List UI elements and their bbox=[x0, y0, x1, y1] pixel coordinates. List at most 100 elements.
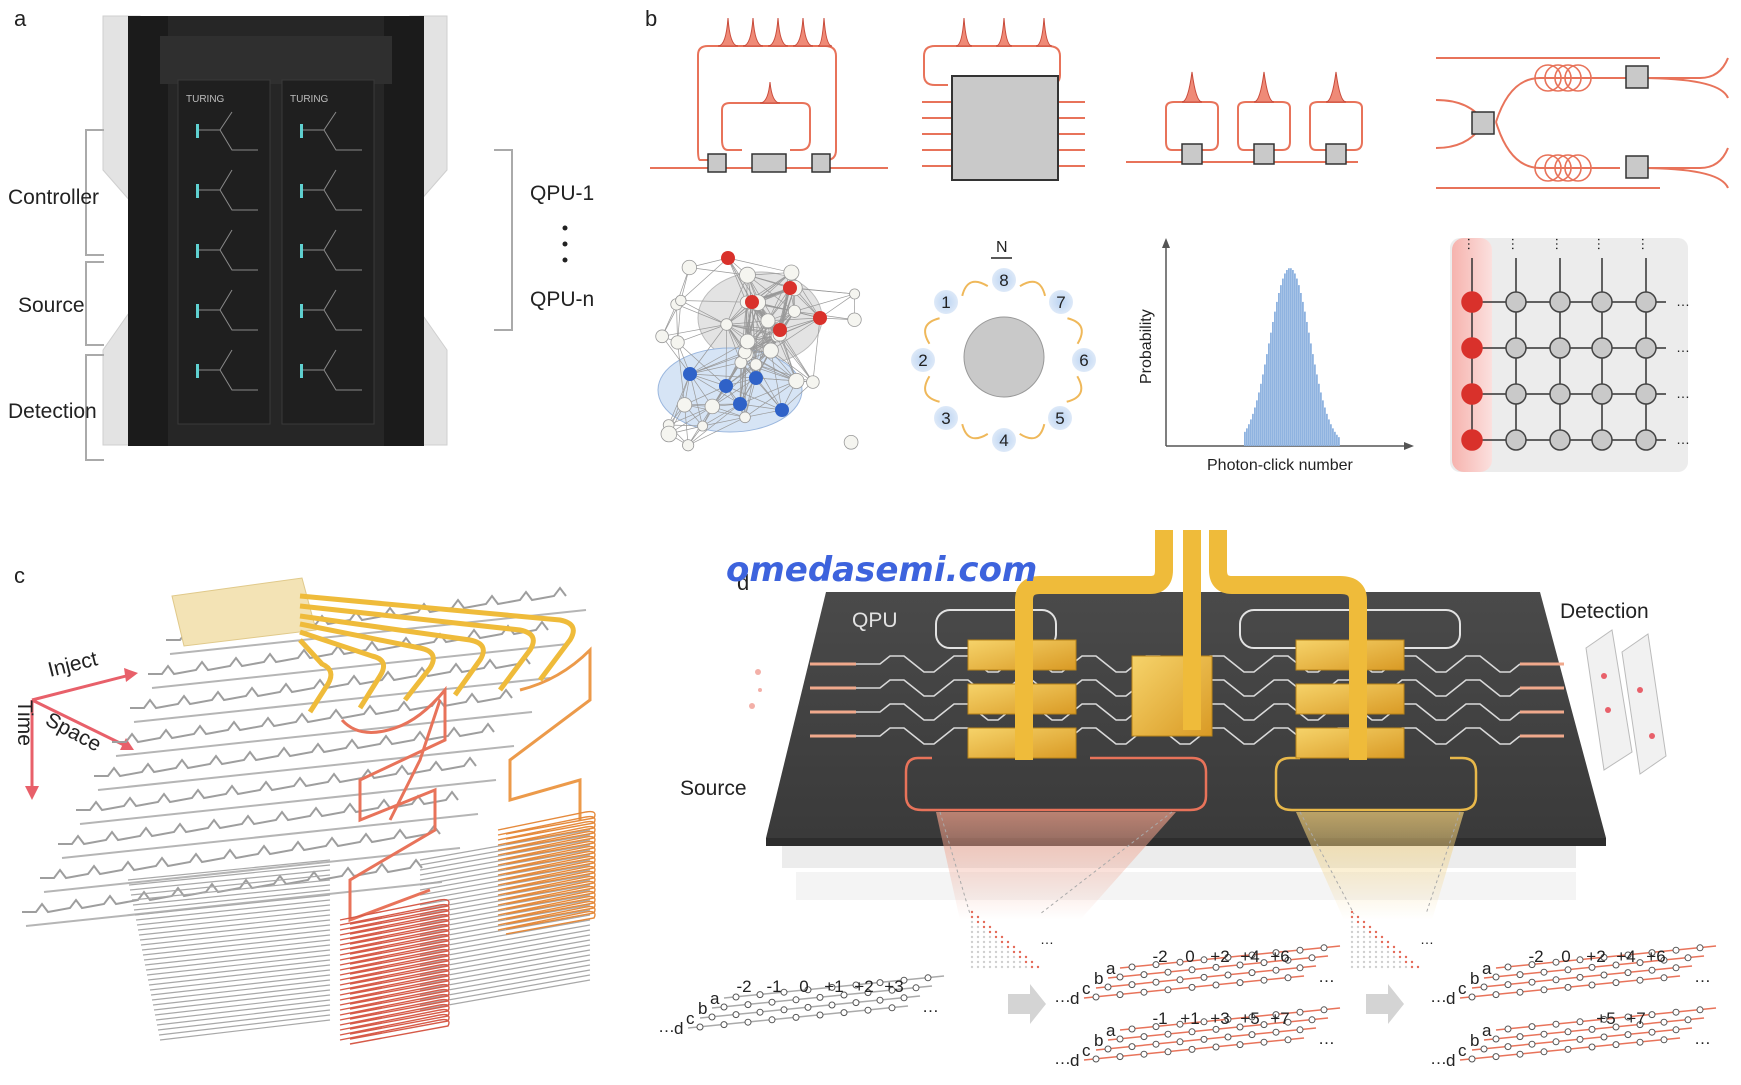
matrix-dot bbox=[1350, 955, 1354, 959]
panel-c: c Inject Space Time bbox=[13, 563, 596, 1045]
mode-label-c: c bbox=[1458, 979, 1467, 998]
matrix-dot bbox=[1006, 965, 1010, 969]
panel-label-c: c bbox=[14, 563, 25, 588]
ring-node-label: 8 bbox=[999, 271, 1008, 290]
tick-label: +3 bbox=[884, 977, 903, 996]
graph-node bbox=[788, 372, 805, 389]
mode-node bbox=[912, 984, 920, 992]
matrix-dot bbox=[976, 940, 980, 944]
mode-node bbox=[1540, 986, 1548, 994]
mode-node bbox=[1636, 1021, 1644, 1029]
grid-node bbox=[1591, 383, 1613, 405]
matrix-dot bbox=[1356, 925, 1360, 929]
axes-arrows bbox=[25, 668, 138, 800]
mode-node bbox=[696, 1023, 704, 1031]
mode-node bbox=[1248, 1013, 1256, 1021]
bracket-source bbox=[85, 261, 104, 346]
matrix-dot bbox=[1350, 950, 1354, 954]
matrix-dot bbox=[1362, 965, 1366, 969]
hist-bar bbox=[1294, 273, 1296, 446]
grid-ellipsis-v: … bbox=[1509, 237, 1525, 251]
matrix-dot bbox=[1356, 960, 1360, 964]
graph-node bbox=[682, 439, 695, 452]
mode-label-d: d bbox=[1446, 989, 1455, 1008]
graph-node bbox=[783, 264, 800, 281]
hist-bar bbox=[1310, 343, 1312, 446]
grid-node-red bbox=[1461, 337, 1483, 359]
matrix-dot bbox=[1024, 965, 1028, 969]
mode-node bbox=[1092, 993, 1100, 1001]
matrix-dot bbox=[988, 960, 992, 964]
label-detection: Detection bbox=[1560, 600, 1649, 623]
mode-node bbox=[840, 991, 848, 999]
mode-node bbox=[1128, 963, 1136, 971]
matrix-dot bbox=[1012, 965, 1016, 969]
grid-ellipsis-h: … bbox=[1676, 431, 1690, 447]
matrix-dot bbox=[1350, 925, 1354, 929]
mode-node bbox=[1200, 956, 1208, 964]
matrix-dot bbox=[1024, 955, 1028, 959]
mode-node bbox=[1684, 1016, 1692, 1024]
axis-inject: Inject bbox=[46, 647, 100, 681]
matrix-dot bbox=[994, 945, 998, 949]
mode-node bbox=[828, 983, 836, 991]
mode-node bbox=[1672, 1008, 1680, 1016]
matrix-dot bbox=[1380, 940, 1384, 944]
hist-bar bbox=[1272, 321, 1274, 446]
mode-node bbox=[1224, 971, 1232, 979]
graph-node bbox=[806, 375, 820, 389]
matrix-dot bbox=[1350, 935, 1354, 939]
matrix-dot bbox=[976, 950, 980, 954]
arrow-2-3 bbox=[1366, 984, 1404, 1024]
mode-node bbox=[1308, 1016, 1316, 1024]
matrix-dot bbox=[988, 925, 992, 929]
mode-node bbox=[1660, 974, 1668, 982]
lattice: dcba+5+7…… bbox=[1430, 1006, 1717, 1070]
mode-node bbox=[1296, 1026, 1304, 1034]
mode-node bbox=[1212, 1025, 1220, 1033]
ring-node-7 bbox=[1049, 290, 1073, 314]
graph-node bbox=[681, 259, 697, 276]
tick-label: 0 bbox=[799, 977, 808, 996]
mode-label-b: b bbox=[1470, 969, 1479, 988]
matrix-dot bbox=[1386, 955, 1390, 959]
mode-node bbox=[1116, 991, 1124, 999]
hist-bar bbox=[1250, 419, 1252, 446]
mode-node bbox=[1140, 1050, 1148, 1058]
lattice-dots-left: … bbox=[1430, 987, 1447, 1006]
matrix-dot bbox=[1024, 960, 1028, 964]
mode-node bbox=[1212, 1043, 1220, 1051]
mode-node bbox=[1660, 1018, 1668, 1026]
matrix-dot bbox=[976, 920, 980, 924]
mode-node bbox=[1516, 971, 1524, 979]
chip-shadow-layer-2 bbox=[796, 872, 1576, 900]
grid-node bbox=[1635, 383, 1657, 405]
matrix-dot bbox=[1368, 925, 1372, 929]
matrix-dot bbox=[976, 925, 980, 929]
projection-lines bbox=[939, 811, 1461, 915]
hist-bar bbox=[1260, 383, 1262, 446]
hist-bar bbox=[1290, 268, 1292, 446]
mode-node bbox=[1176, 1020, 1184, 1028]
hist-bar bbox=[1316, 374, 1318, 446]
mode-node bbox=[1636, 976, 1644, 984]
matrix-dot bbox=[994, 955, 998, 959]
hist-bar bbox=[1338, 437, 1340, 446]
mode-node bbox=[804, 1003, 812, 1011]
matrix-dot bbox=[1000, 950, 1004, 954]
mode-node bbox=[1140, 1033, 1148, 1041]
matrix-dot bbox=[970, 930, 974, 934]
mode-node bbox=[876, 979, 884, 987]
mode-node bbox=[1296, 964, 1304, 972]
tick-label: +2 bbox=[1586, 947, 1605, 966]
pulses-1 bbox=[717, 17, 833, 104]
grid-node-red bbox=[1461, 291, 1483, 313]
matrix-dot bbox=[1030, 965, 1034, 969]
mode-label-d: d bbox=[1070, 1051, 1079, 1070]
ring-node-8 bbox=[992, 268, 1016, 292]
mode-node bbox=[1296, 1008, 1304, 1016]
matrix-dot bbox=[1006, 950, 1010, 954]
grid-node bbox=[1505, 291, 1527, 313]
